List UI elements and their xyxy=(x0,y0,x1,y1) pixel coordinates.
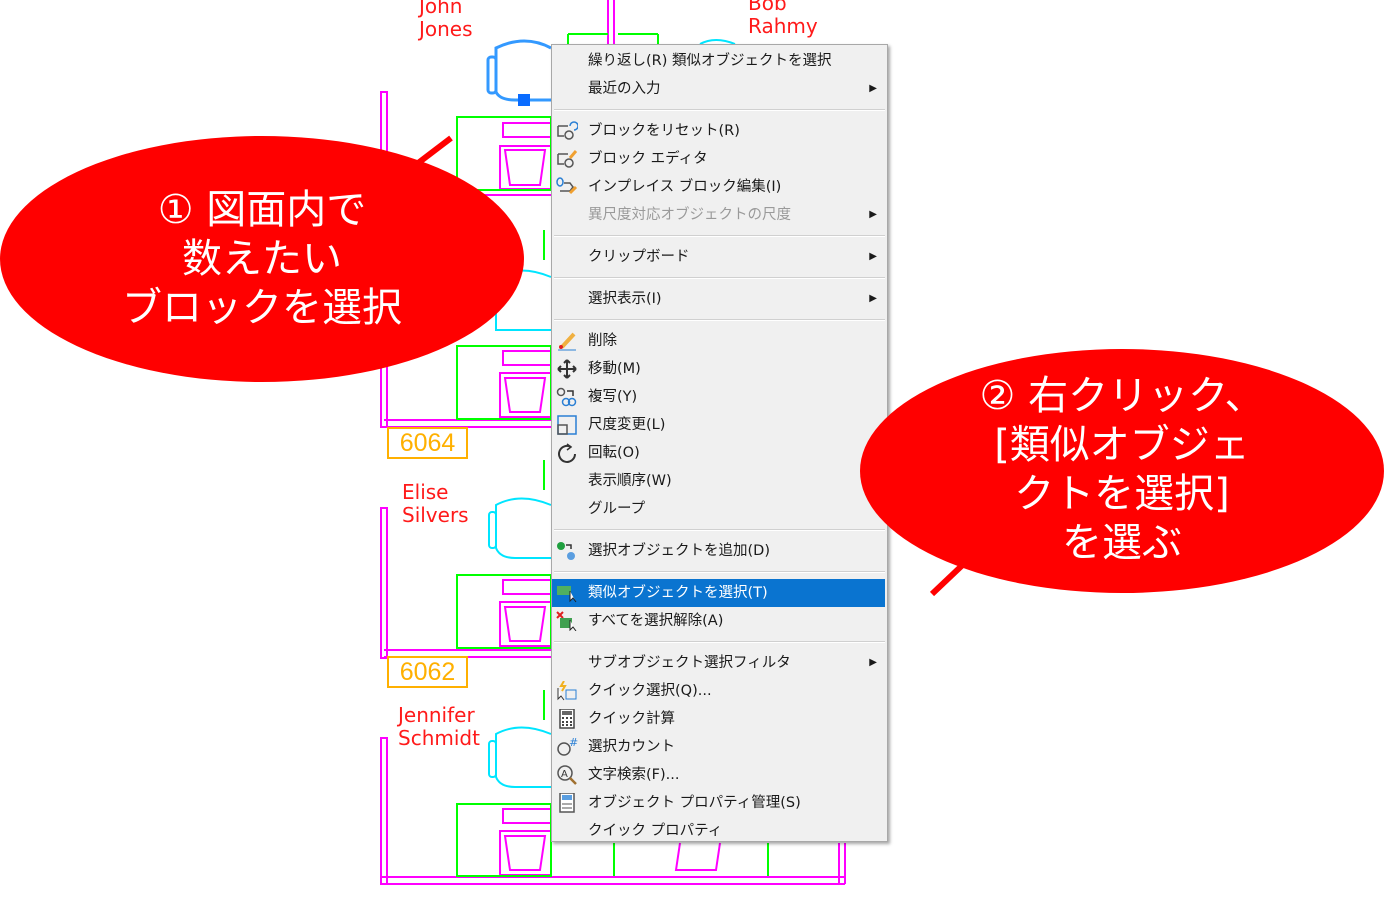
menu-separator xyxy=(552,313,887,327)
quick-select-icon xyxy=(557,681,577,701)
menu-item-quick-select[interactable]: クイック選択(Q)... xyxy=(552,677,887,705)
properties-icon xyxy=(559,793,575,813)
block-reset-icon xyxy=(557,121,578,140)
submenu-arrow-icon: ▶ xyxy=(869,657,877,668)
calculator-icon xyxy=(559,709,575,729)
erase-icon xyxy=(558,332,576,351)
callout-text-1: ① 図面内で 数えたい ブロックを選択 xyxy=(122,187,402,331)
count-icon: # xyxy=(557,737,578,756)
menu-item-subobject-filter[interactable]: サブオブジェクト選択フィルタ▶ xyxy=(552,649,887,677)
menu-item-count[interactable]: #選択カウント xyxy=(552,733,887,761)
menu-item-block-editor[interactable]: ブロック エディタ xyxy=(552,145,887,173)
menu-item-inplace-edit[interactable]: インプレイス ブロック編集(I) xyxy=(552,173,887,201)
menu-item-repeat-select-similar[interactable]: 繰り返し(R) 類似オブジェクトを選択 xyxy=(588,53,832,69)
menu-item-group[interactable]: グループ xyxy=(588,501,646,517)
menu-item-rotate[interactable]: 回転(O) xyxy=(552,439,887,467)
menu-item-select-similar[interactable]: 類似オブジェクトを選択(T) xyxy=(552,579,885,607)
svg-text:A: A xyxy=(561,769,568,780)
menu-separator xyxy=(552,271,887,285)
add-selected-icon xyxy=(557,542,575,560)
menu-separator xyxy=(552,635,887,649)
find-text-icon: A xyxy=(557,765,577,785)
copy-icon xyxy=(556,387,577,407)
menu-item-scale[interactable]: 尺度変更(L) xyxy=(552,411,887,439)
callout-text-2: ② 右クリック、 [類似オブジェ クトを選択] を選ぶ xyxy=(979,373,1265,566)
menu-item-properties[interactable]: オブジェクト プロパティ管理(S) xyxy=(552,789,887,817)
menu-separator xyxy=(552,523,887,537)
menu-item-move[interactable]: 移動(M) xyxy=(552,355,887,383)
svg-text:#: # xyxy=(569,737,578,749)
occupant-label: Jennifer Schmidt xyxy=(398,703,480,750)
grip-handle xyxy=(518,94,530,106)
occupant-label: John Jones xyxy=(419,0,473,41)
menu-item-block-reset[interactable]: ブロックをリセット(R) xyxy=(552,117,887,145)
menu-separator xyxy=(552,565,887,579)
room-number-tag: 6064 xyxy=(387,427,468,459)
menu-item-quick-calc[interactable]: クイック計算 xyxy=(552,705,887,733)
menu-separator xyxy=(552,229,887,243)
submenu-arrow-icon: ▶ xyxy=(869,83,877,94)
menu-item-annotative-scale[interactable]: 異尺度対応オブジェクトの尺度▶ xyxy=(552,201,887,229)
occupant-label: Bob Rahmy xyxy=(748,0,818,38)
menu-item-clipboard[interactable]: クリップボード▶ xyxy=(552,243,887,271)
menu-item-isolate[interactable]: 選択表示(I)▶ xyxy=(552,285,887,313)
room-number-tag: 6062 xyxy=(387,656,468,688)
menu-item-recent-input[interactable]: 最近の入力▶ xyxy=(552,75,887,103)
menu-separator xyxy=(552,103,887,117)
menu-item-deselect-all[interactable]: すべてを選択解除(A) xyxy=(552,607,887,635)
submenu-arrow-icon: ▶ xyxy=(869,209,877,220)
occupant-label: Elise Silvers xyxy=(402,480,469,527)
context-menu: 繰り返し(R) 類似オブジェクトを選択 最近の入力▶ ブロックをリセット(R) … xyxy=(551,44,888,842)
inplace-edit-icon xyxy=(556,177,578,195)
menu-item-draw-order[interactable]: 表示順序(W) xyxy=(588,473,672,489)
menu-item-quick-properties[interactable]: クイック プロパティ xyxy=(588,823,723,839)
block-editor-icon xyxy=(557,150,578,168)
menu-item-add-selected[interactable]: 選択オブジェクトを追加(D) xyxy=(552,537,887,565)
rotate-icon xyxy=(558,443,576,463)
scale-icon xyxy=(557,415,577,435)
submenu-arrow-icon: ▶ xyxy=(869,251,877,262)
callout-bubble-1 xyxy=(0,136,524,382)
submenu-arrow-icon: ▶ xyxy=(869,293,877,304)
select-similar-icon xyxy=(557,586,577,603)
move-icon xyxy=(557,359,577,379)
menu-item-erase[interactable]: 削除 xyxy=(552,327,887,355)
menu-item-copy[interactable]: 複写(Y) xyxy=(552,383,887,411)
deselect-all-icon xyxy=(556,611,577,631)
